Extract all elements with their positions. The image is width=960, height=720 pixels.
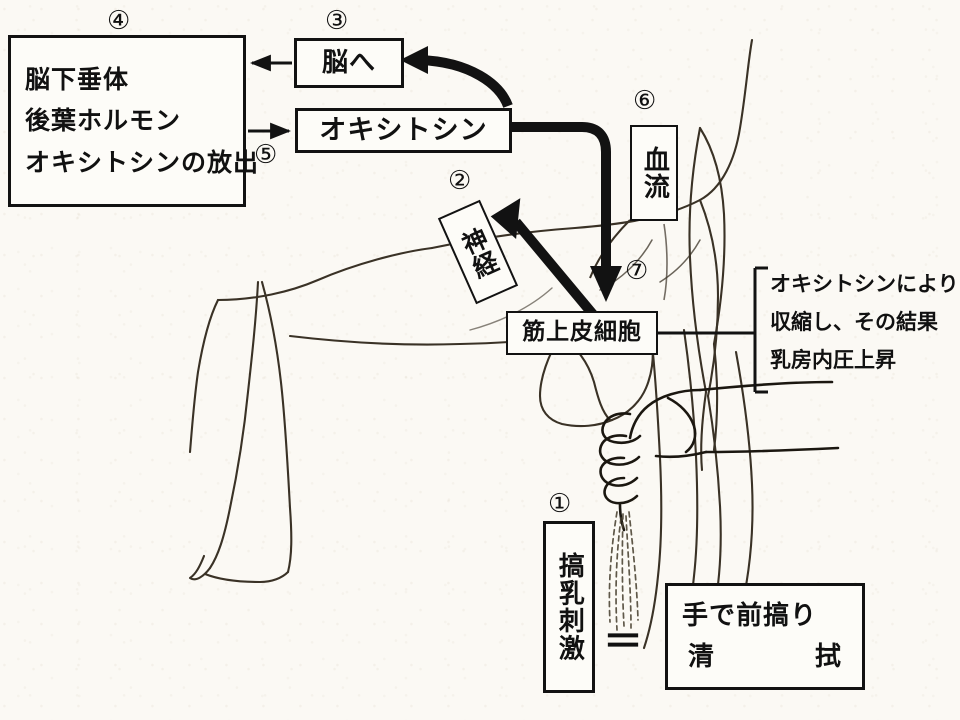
blood-flow-box: 血流: [630, 125, 678, 221]
hand-premilking-box: 手で前搞り 清 拭: [665, 583, 865, 690]
oxytocin-box: オキシトシン: [295, 108, 512, 153]
pituitary-line-3: オキシトシンの放出: [25, 147, 260, 177]
oxytocin-label: オキシトシン: [319, 114, 488, 146]
pituitary-gland-box: 脳下垂体 後葉ホルモン オキシトシンの放出: [8, 35, 260, 207]
brain-label: 脳へ: [321, 47, 377, 78]
marker-one: ①: [548, 489, 572, 519]
milking-stimulus-label: 搞乳刺激: [554, 551, 585, 663]
arrowhead-to-brain: [400, 46, 428, 74]
marker-two: ②: [448, 166, 472, 196]
milking-hand: [598, 380, 840, 532]
cleaning-label-right: 拭: [814, 641, 842, 672]
marker-six: ⑥: [633, 86, 657, 116]
myoepithelial-label: 筋上皮細胞: [522, 319, 642, 346]
equals-sign: ＝: [603, 619, 643, 665]
myoepithelial-cell-box: 筋上皮細胞: [506, 311, 658, 355]
marker-five: ⑤: [254, 140, 278, 170]
cleaning-label-left: 清: [688, 641, 716, 672]
hand-premilking-line-1: 手で前搞り: [682, 600, 818, 631]
arrow-afferent-nerve-up: [512, 218, 600, 322]
bracket-myoepithelial-to-note: [658, 266, 768, 394]
contraction-note: オキシトシンにより 収縮し、その結果 乳房内圧上昇: [770, 272, 960, 385]
contraction-note-line-3: 乳房内圧上昇: [770, 347, 896, 372]
marker-four: ④: [107, 6, 131, 36]
contraction-note-line-1: オキシトシンにより: [770, 272, 959, 296]
pituitary-line-2: 後葉ホルモン: [25, 106, 182, 136]
arrow-oxytocin-bloodstream: [512, 122, 611, 272]
hand-premilking-line-2: 清 拭: [682, 642, 848, 673]
pointer-bloodflow-secondary: [663, 223, 668, 301]
milking-stimulus-box: 搞乳刺激: [543, 521, 595, 693]
contraction-note-line-2: 収縮し、その結果: [770, 309, 938, 334]
blood-flow-label: 血流: [639, 145, 670, 201]
marker-seven: ⑦: [625, 256, 649, 286]
milk-stream: [608, 511, 639, 631]
arrowhead-afferent-nerve: [490, 198, 521, 239]
pituitary-line-1: 脳下垂体: [25, 64, 130, 94]
arrow-to-brain-curve: [419, 55, 513, 109]
marker-three: ③: [325, 6, 349, 36]
brain-box: 脳へ: [294, 38, 404, 88]
arrowhead-oxytocin-bloodstream: [590, 266, 622, 302]
